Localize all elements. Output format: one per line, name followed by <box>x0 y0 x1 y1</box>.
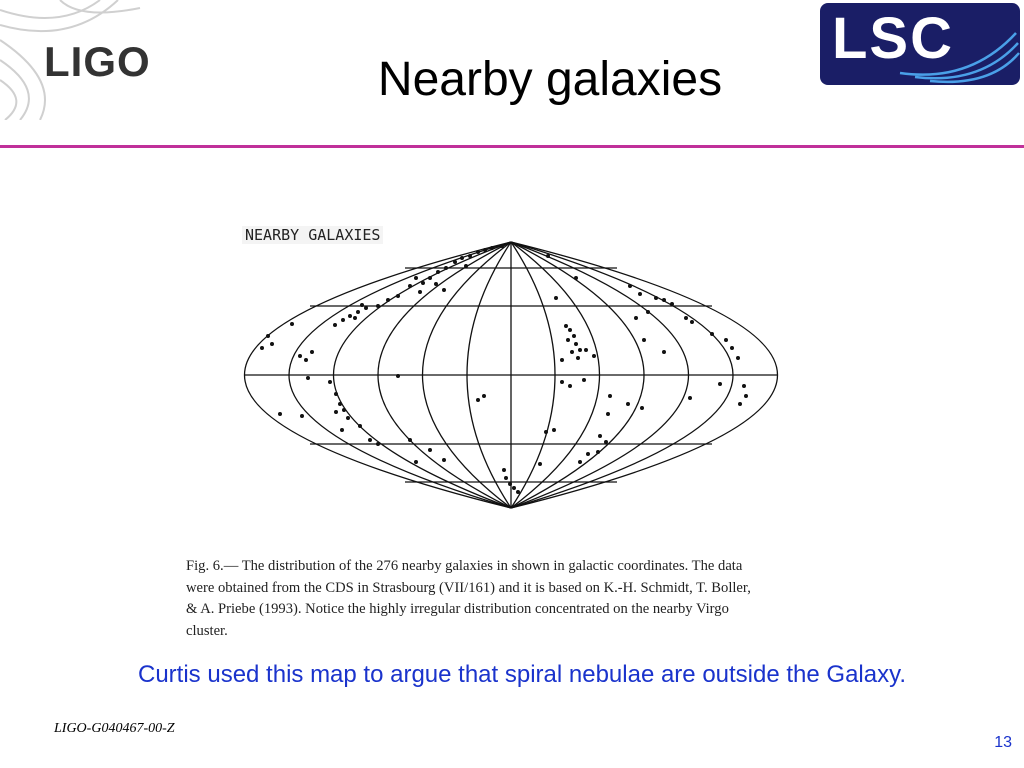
figure-panel <box>180 212 860 642</box>
header-divider <box>0 145 1024 148</box>
figure-caption: Fig. 6.— The distribution of the 276 nea… <box>186 556 866 642</box>
caption-line: Fig. 6.— The distribution of the 276 nea… <box>186 558 743 574</box>
slide-note: Curtis used this map to argue that spira… <box>138 661 906 688</box>
galactic-sky-map <box>244 241 778 509</box>
ligo-logo: LIGO <box>44 38 151 85</box>
caption-line: & A. Priebe (1993). Notice the highly ir… <box>186 601 729 617</box>
map-title: NEARBY GALAXIES <box>242 226 384 244</box>
caption-line: were obtained from the CDS in Strasbourg… <box>186 579 751 596</box>
lsc-logo: LSC <box>820 3 1020 85</box>
slide-title: Nearby galaxies <box>377 53 723 106</box>
ligo-swirl-icon <box>0 0 141 120</box>
page-number: 13 <box>994 734 1012 751</box>
caption-line: cluster. <box>186 622 228 639</box>
lsc-logo-text: LSC <box>832 6 954 71</box>
document-id: LIGO-G040467-00-Z <box>54 721 175 736</box>
lsc-wave-icon <box>899 32 1020 84</box>
